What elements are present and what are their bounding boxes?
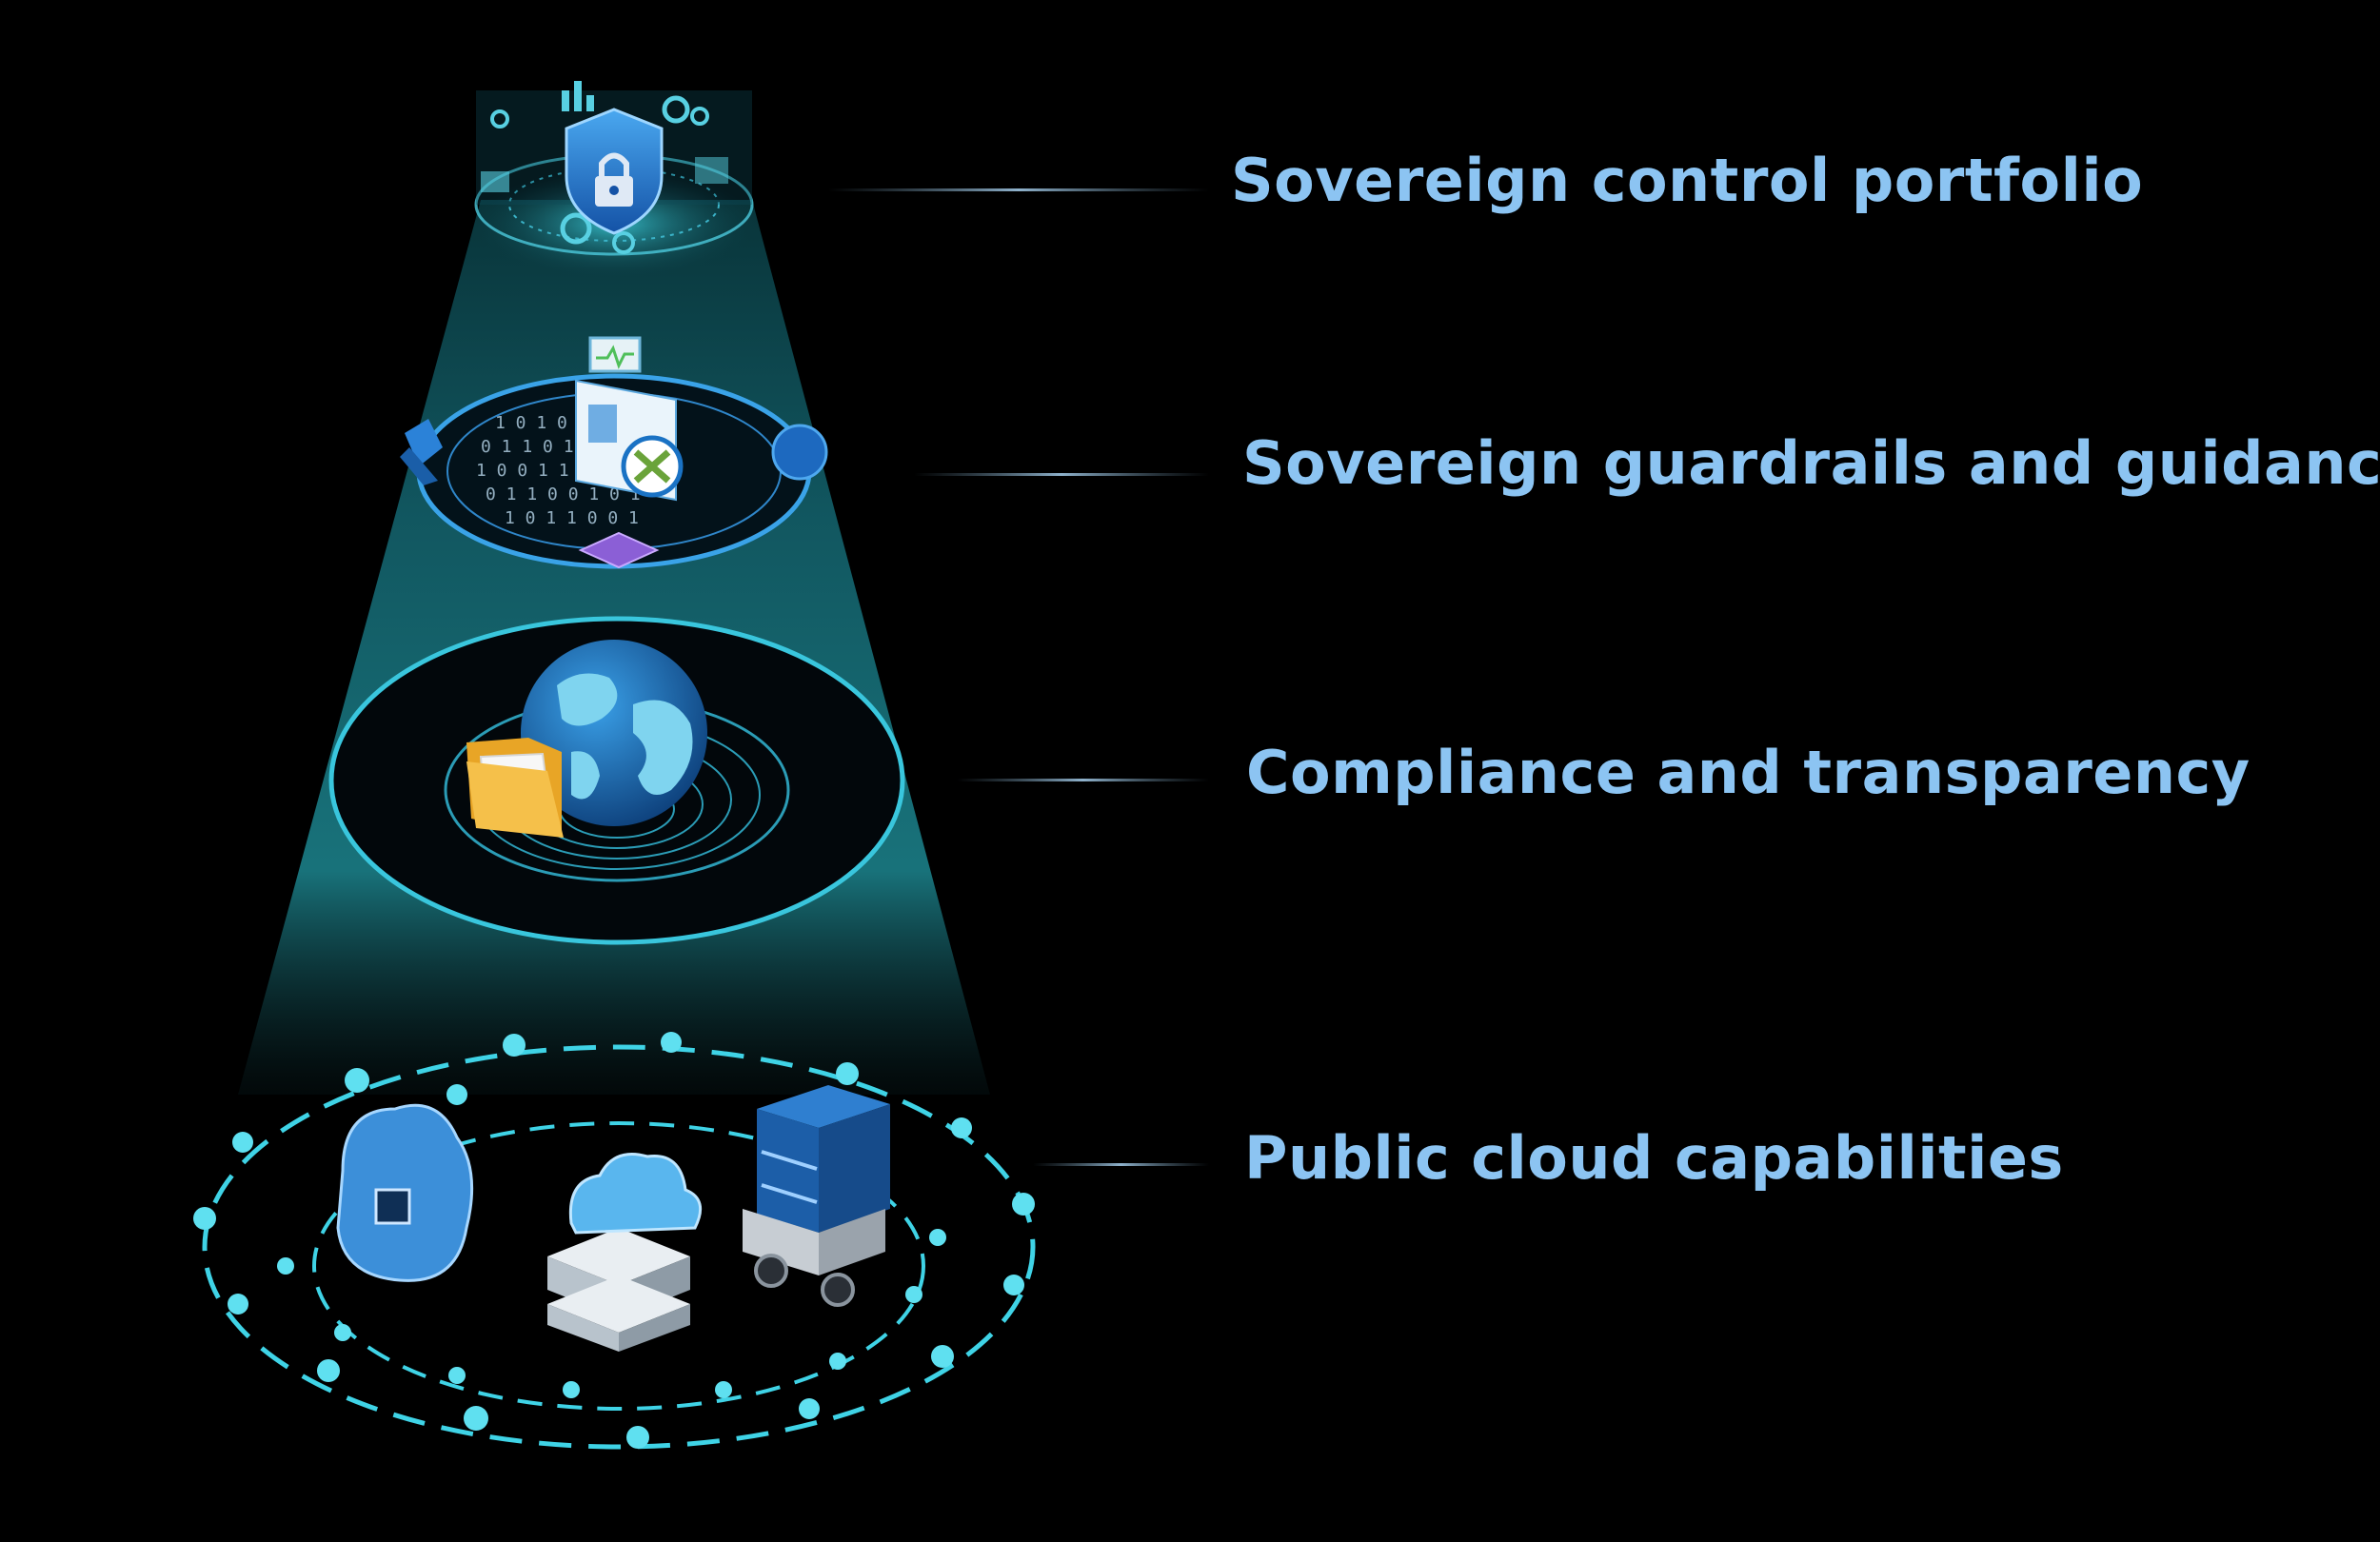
connector-line-4	[1033, 1163, 1209, 1166]
connector-line-2	[914, 473, 1209, 476]
connector-line-3	[957, 779, 1209, 781]
dashboard-guidance-icon: 1 0 1 0 0 1 1 0 0 1 1 0 1 0 0 1 1 0 0 1 …	[400, 336, 828, 569]
globe-folder-icon	[328, 616, 905, 945]
connector-line-1	[828, 188, 1209, 191]
layer-label-public-cloud-capabilities: Public cloud capabilities	[1244, 1123, 2064, 1193]
svg-text:0 1 1 0 0 1 0 1: 0 1 1 0 0 1 0 1	[486, 484, 641, 504]
layer-label-sovereign-control-portfolio: Sovereign control portfolio	[1231, 146, 2144, 215]
shield-lock-icon	[471, 81, 757, 279]
layer-label-sovereign-guardrails: Sovereign guardrails and guidance	[1242, 428, 2380, 498]
layer-label-compliance-transparency: Compliance and transparency	[1246, 738, 2251, 807]
svg-text:1 0 1 1 0 0 1: 1 0 1 1 0 0 1	[505, 508, 639, 528]
cloud-services-icon	[193, 1032, 1036, 1450]
